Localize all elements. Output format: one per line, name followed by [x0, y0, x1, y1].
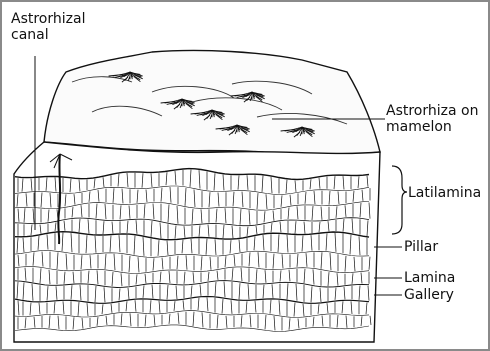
label-pillar: Pillar — [404, 239, 438, 255]
label-astrorhiza-on-mamelon: Astrorhiza on mamelon — [386, 103, 478, 135]
label-lamina: Lamina — [404, 270, 455, 286]
label-latilamina: Latilamina — [408, 185, 481, 201]
label-line: canal — [11, 27, 85, 43]
label-gallery: Gallery — [404, 287, 454, 303]
label-line: mamelon — [386, 119, 478, 135]
label-astrorhizal-canal: Astrorhizal canal — [11, 11, 85, 43]
top-surface — [44, 50, 380, 155]
label-line: Astrorhizal — [11, 11, 85, 27]
label-line: Astrorhiza on — [386, 103, 478, 119]
front-face — [14, 142, 380, 342]
latilamina-bracket — [392, 166, 407, 234]
